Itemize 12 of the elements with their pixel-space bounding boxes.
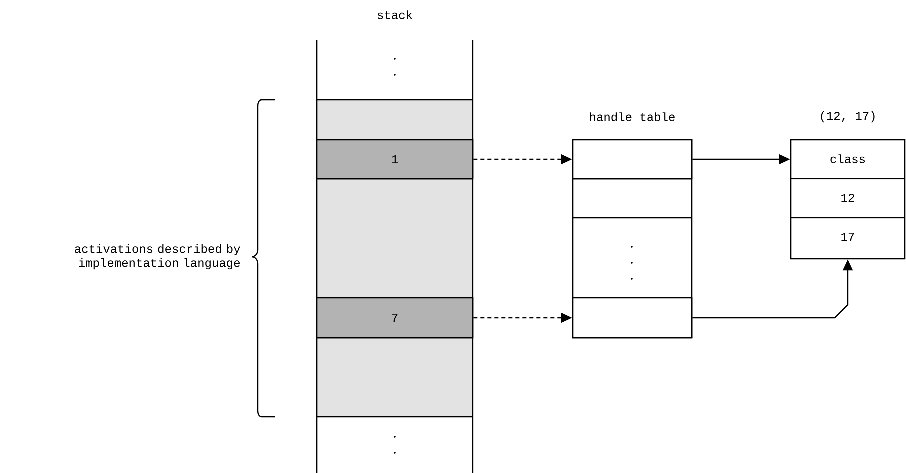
stack-slot: 7 <box>316 297 474 339</box>
stack-label: stack <box>378 10 412 20</box>
brace-label: activations described by implementation language <box>75 244 240 270</box>
table-cell <box>572 297 693 339</box>
node-label: class <box>830 154 866 164</box>
stack-slot: 1 <box>316 139 474 180</box>
object-box: class 12 17 <box>790 139 906 260</box>
table-heading: handle table <box>590 112 675 122</box>
object-heading: (12, 17) <box>821 111 875 123</box>
table-cell <box>572 139 693 180</box>
node-label: 17 <box>842 233 854 241</box>
node-label: 12 <box>842 194 854 202</box>
